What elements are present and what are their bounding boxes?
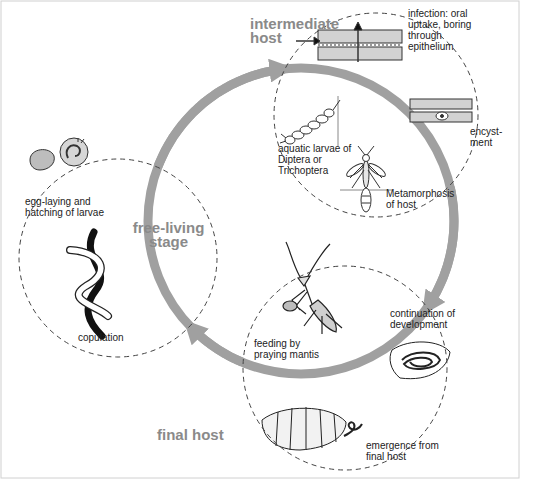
step-label: encyst- ment [470, 126, 508, 148]
abdomen-sketch [390, 342, 450, 379]
stage-circle: final hostfeeding by praying mantisconti… [242, 265, 448, 471]
stage-circle: free-living stage egg-laying and hatching… [18, 158, 218, 358]
stage-heading: intermediate host [250, 17, 345, 45]
cycle-arrow [158, 69, 284, 166]
frame [1, 1, 519, 478]
larva-sketch [280, 96, 340, 146]
egg-sketch [30, 138, 88, 170]
step-label: feeding by praying mantis [254, 338, 326, 360]
cycle-arrow [190, 327, 241, 362]
stage-heading: final host [157, 428, 247, 442]
encystment-sketch [410, 99, 472, 122]
mantis-sketch [283, 242, 342, 334]
stage-heading: free-living stage [126, 221, 211, 249]
cycle-arrow [427, 187, 454, 307]
stage-circle: intermediate hostinfection: oral uptake,… [273, 12, 479, 218]
step-label: aquatic larvae of Diptera or Trichoptera [278, 143, 366, 176]
copulation-sketch [70, 232, 108, 336]
step-label: Metamorphosis of host [386, 188, 458, 210]
step-label: emergence from final host [366, 440, 446, 462]
dashed-circle [19, 159, 217, 357]
step-label: copulation [78, 332, 138, 343]
step-label: continuation of development [390, 308, 470, 330]
metamorphosis-sketch [340, 146, 392, 212]
step-label: infection: oral uptake, boring through e… [408, 8, 478, 52]
step-label: egg-laying and hatching of larvae [25, 196, 105, 218]
dashed-outline [18, 158, 218, 358]
dashed-circle [243, 266, 447, 470]
